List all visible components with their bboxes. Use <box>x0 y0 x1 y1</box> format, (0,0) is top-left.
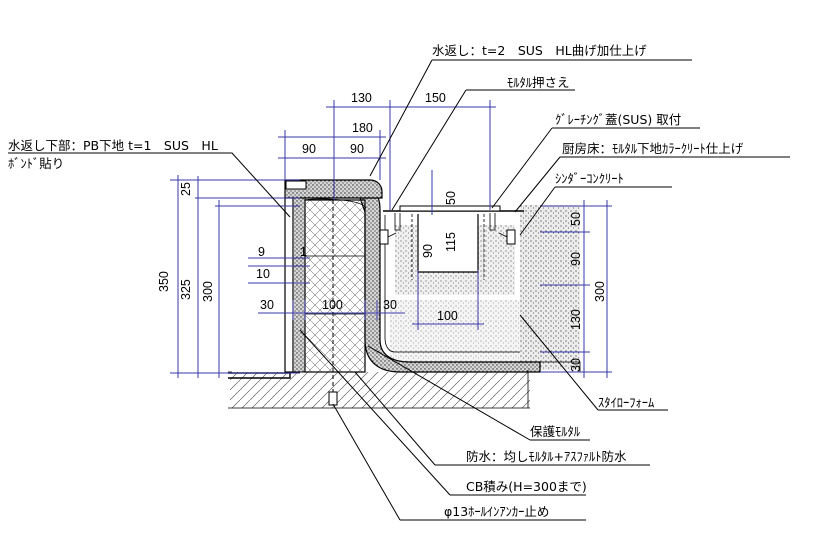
label-kitchen-floor: 厨房床：ﾓﾙﾀﾙ下地ｶﾗｰｸﾘｰﾄ仕上げ <box>562 141 744 156</box>
label-cb: CB積み(H=300まで) <box>466 479 587 494</box>
label-top-water-return: 水返し：t=2 SUS HL曲げ加仕上げ <box>432 43 647 58</box>
label-mortar-press: ﾓﾙﾀﾙ押さえ <box>507 75 570 90</box>
dim-325: 325 <box>179 279 193 300</box>
dim-300-left: 300 <box>201 281 215 302</box>
label-grating: ｸﾞﾚｰﾁﾝｸﾞ蓋(SUS) 取付 <box>555 112 681 127</box>
label-lower-return-2: ﾎﾞﾝﾄﾞ貼り <box>8 156 64 171</box>
mortar-backing <box>292 197 306 373</box>
sus-panel <box>284 197 294 373</box>
dim-300-right: 300 <box>593 281 607 302</box>
dim-30-b: 30 <box>383 298 397 312</box>
cb-block <box>304 199 366 373</box>
dim-150: 150 <box>425 91 446 105</box>
dim-90-b: 90 <box>350 142 364 156</box>
grating-cover <box>399 205 501 212</box>
cinder-concrete <box>520 205 580 370</box>
dim-1: 1 <box>300 245 307 259</box>
dim-9: 9 <box>258 245 265 259</box>
dim-30-right: 30 <box>569 358 583 372</box>
dim-50-right: 50 <box>569 212 583 226</box>
dim-25: 25 <box>179 182 193 196</box>
dim-90-a: 90 <box>302 142 316 156</box>
dim-10: 10 <box>256 267 270 281</box>
label-styrofoam: ｽﾀｲﾛｰﾌｫｰﾑ <box>598 395 654 410</box>
label-anchor: φ13ﾎｰﾙｲﾝｱﾝｶｰ止め <box>444 504 549 519</box>
dim-350: 350 <box>157 271 171 292</box>
dim-100-b: 100 <box>437 309 458 323</box>
label-protective-mortar: 保護ﾓﾙﾀﾙ <box>530 424 581 439</box>
label-cinder: ｼﾝﾀﾞｰｺﾝｸﾘｰﾄ <box>555 171 624 186</box>
dim-100-a: 100 <box>322 298 343 312</box>
dim-90-right: 90 <box>569 252 583 266</box>
dim-130-right: 130 <box>569 309 583 330</box>
dim-50-top: 50 <box>444 191 458 205</box>
label-waterproof: 防水：均しﾓﾙﾀﾙ+ｱｽﾌｧﾙﾄ防水 <box>466 449 627 464</box>
dim-115: 115 <box>444 232 458 252</box>
dim-130: 130 <box>351 91 372 105</box>
gutter <box>417 214 479 273</box>
dim-90-gutter: 90 <box>421 244 435 258</box>
label-lower-return-1: 水返し下部：PB下地 t=1 SUS HL <box>8 138 218 153</box>
dim-180: 180 <box>352 121 373 135</box>
dim-30-a: 30 <box>260 298 274 312</box>
